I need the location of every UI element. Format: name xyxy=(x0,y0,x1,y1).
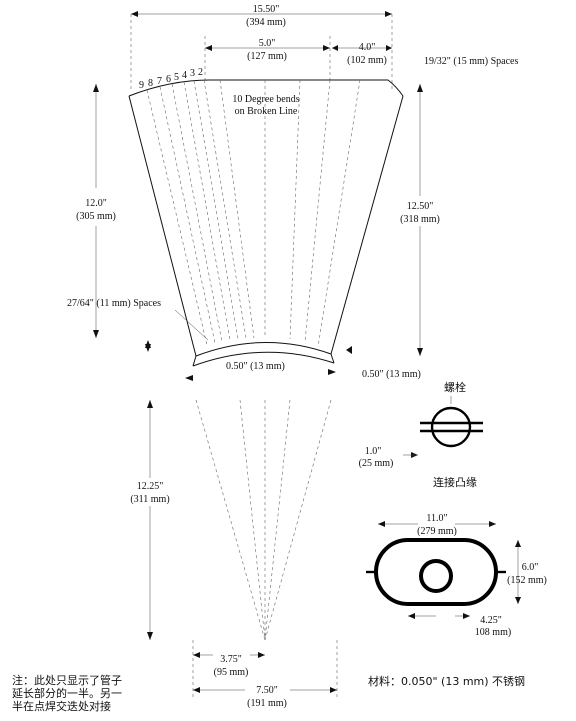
top-dimension-group: 15.50" (394 mm) 5.0" (127 mm) 4.0" (102 … xyxy=(130,4,518,90)
bend-number: 9 xyxy=(139,80,144,91)
base-inner-in: 3.75" xyxy=(220,654,242,665)
right-height-in: 12.50" xyxy=(407,201,434,212)
flange-label: 连接凸缘 xyxy=(433,476,477,489)
overall-width-mm: (394 mm) xyxy=(246,17,286,28)
oval-width-in: 11.0" xyxy=(426,513,447,524)
bend-number: 6 xyxy=(166,74,171,85)
oval-detail: 11.0" (279 mm) 6.0" (152 mm) 4.25" 108 m… xyxy=(366,513,547,638)
center-width-in: 5.0" xyxy=(259,38,276,49)
cone-height-mm: (311 mm) xyxy=(130,494,169,505)
bend-note-line-2: on Broken Line xyxy=(235,106,298,117)
base-outer-mm: (191 mm) xyxy=(247,698,287,709)
note-line-1: 注：此处只显示了管子 xyxy=(12,673,122,687)
pattern-panel: 9 8 7 6 5 4 3 2 10 Degree bends on Broke… xyxy=(128,67,404,367)
bottom-spacing-label: 27/64" (11 mm) Spaces xyxy=(67,298,161,309)
right-small-label: 0.50" (13 mm) xyxy=(362,369,421,380)
bolt-label: 螺栓 xyxy=(444,380,466,394)
left-height-dimension: 12.0" (305 mm) xyxy=(76,84,116,338)
right-width-in: 4.0" xyxy=(359,42,376,53)
bend-number: 5 xyxy=(174,72,179,83)
oval-width-mm: (279 mm) xyxy=(417,526,457,537)
oval-inner-mm: 108 mm) xyxy=(475,627,511,638)
note-line-3: 半在点焊交迭处对接 xyxy=(12,699,111,713)
flange-dim-mm: (25 mm) xyxy=(359,458,394,469)
right-width-mm: (102 mm) xyxy=(347,55,387,66)
base-outer-in: 7.50" xyxy=(256,685,278,696)
left-height-in: 12.0" xyxy=(85,198,107,209)
base-inner-mm: (95 mm) xyxy=(214,667,249,678)
bend-note-line-1: 10 Degree bends xyxy=(232,94,299,105)
right-height-mm: (318 mm) xyxy=(400,214,440,225)
bend-number: 2 xyxy=(198,67,203,78)
bend-number: 8 xyxy=(148,78,153,89)
base-dimensions: 3.75" (95 mm) 7.50" (191 mm) xyxy=(193,652,337,709)
bend-numbers: 9 8 7 6 5 4 3 2 xyxy=(139,67,203,91)
oval-height-mm: (152 mm) xyxy=(507,575,547,586)
bend-number: 7 xyxy=(157,76,162,87)
note-line-2: 延长部分的一半。另一 xyxy=(12,686,122,700)
oval-height-in: 6.0" xyxy=(522,562,539,573)
cone-height-in: 12.25" xyxy=(137,481,164,492)
oval-inner-in: 4.25" xyxy=(480,615,502,626)
bottom-width-label: 0.50" (13 mm) xyxy=(226,361,285,372)
bend-lines xyxy=(146,79,361,348)
cone-height-dimension: 12.25" (311 mm) xyxy=(130,400,170,640)
center-width-mm: (127 mm) xyxy=(247,51,287,62)
material-label: 材料：0.050" (13 mm) 不锈钢 xyxy=(368,674,525,688)
overall-width-in: 15.50" xyxy=(253,4,280,15)
bend-number: 3 xyxy=(190,68,195,79)
top-spacing-label: 19/32" (15 mm) Spaces xyxy=(424,56,518,67)
right-height-dimension: 12.50" (318 mm) xyxy=(400,84,440,356)
bend-number: 4 xyxy=(182,70,187,81)
flange-detail: 螺栓 1.0" (25 mm) 连接凸缘 xyxy=(359,380,483,489)
flange-dim-in: 1.0" xyxy=(365,446,382,457)
left-height-mm: (305 mm) xyxy=(76,211,116,222)
note-block: 注：此处只显示了管子 延长部分的一半。另一 半在点焊交迭处对接 xyxy=(12,673,122,713)
